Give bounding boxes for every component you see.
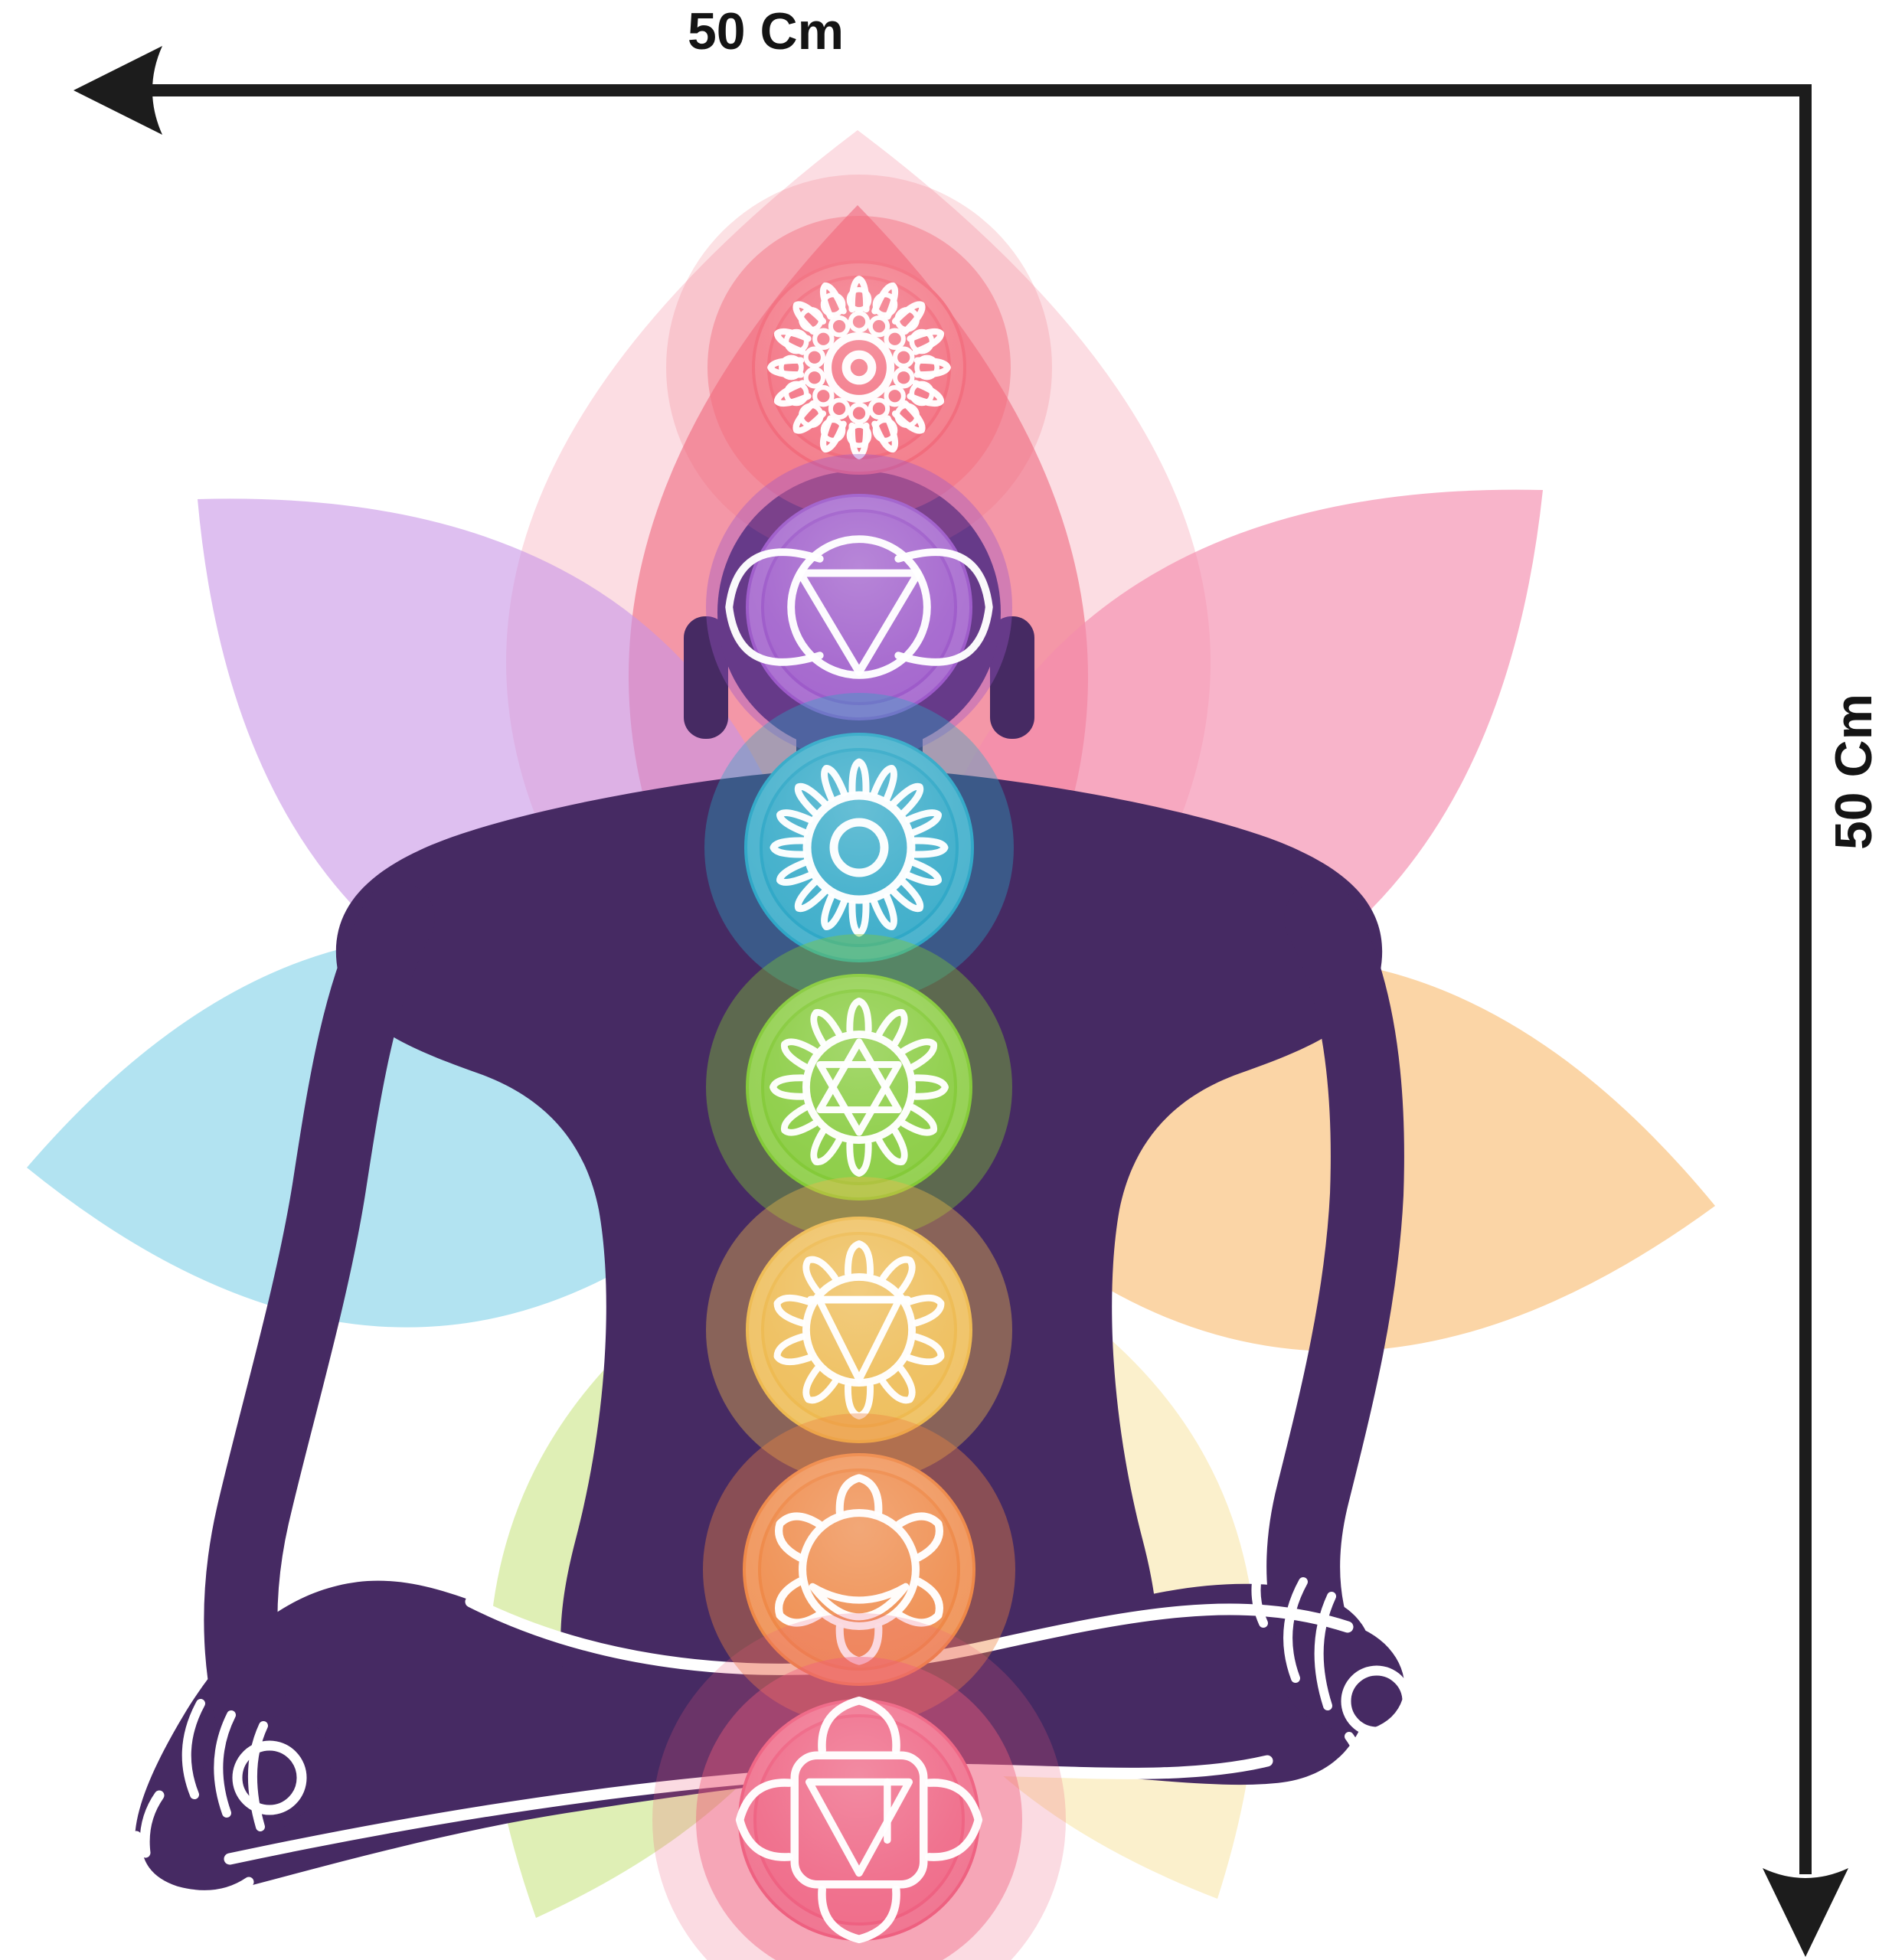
- left-foot-outline-1: [131, 1831, 254, 1900]
- muladhara-root-chakra-shine: [738, 1699, 980, 1941]
- sahasrara-crown-chakra-shine: [752, 260, 966, 475]
- right-hand: [1278, 1622, 1405, 1732]
- right-hand-mudra-circle: [1341, 1665, 1413, 1737]
- vishuddha-throat-chakra-symbol-icon: [770, 758, 949, 937]
- left-finger-line-3: [248, 1721, 268, 1831]
- width-arrow-line: [149, 84, 1812, 1874]
- ajna-third-eye-chakra-symbol-icon: [725, 535, 993, 679]
- right-finger-line-3: [1345, 1732, 1368, 1811]
- height-dimension-label: 50 Cm: [1825, 694, 1883, 850]
- svadhisthana-sacral-chakra: [703, 1413, 1015, 1726]
- dimension-annotations: 50 Cm 50 Cm: [74, 2, 1883, 1957]
- left-hand-mudra-circle: [232, 1740, 307, 1815]
- svadhisthana-sacral-chakra-symbol-icon: [775, 1474, 943, 1665]
- muladhara-root-chakra: [652, 1613, 1066, 1960]
- manipura-solar-plexus-chakra-symbol-icon: [773, 1240, 945, 1419]
- left-finger-line-1: [181, 1699, 205, 1799]
- manipura-solar-plexus-chakra-shine: [746, 1217, 972, 1443]
- right-ear: [990, 616, 1034, 739]
- left-finger-line-2: [214, 1710, 236, 1818]
- width-dimension-label: 50 Cm: [688, 2, 844, 60]
- left-hand: [197, 1715, 332, 1838]
- ajna-third-eye-chakra-shine: [746, 494, 972, 720]
- sahasrara-crown-chakra: [666, 175, 1052, 560]
- anahata-heart-chakra-shine: [746, 974, 972, 1200]
- vishuddha-throat-chakra-shine: [744, 733, 974, 962]
- down-arrowhead-icon: [1763, 1868, 1848, 1957]
- sahasrara-crown-chakra-symbol-icon: [767, 276, 951, 459]
- left-arrowhead-icon: [74, 46, 162, 135]
- anahata-heart-chakra-symbol-icon: [770, 998, 949, 1177]
- chakra-column: [652, 175, 1066, 1960]
- right-finger-line-1: [1283, 1577, 1308, 1683]
- svadhisthana-sacral-chakra-shine: [743, 1453, 975, 1686]
- muladhara-root-chakra-symbol-icon: [735, 1696, 983, 1944]
- right-arm: [1266, 882, 1404, 1710]
- right-finger-line-2: [1314, 1592, 1336, 1710]
- left-foot-outline-2: [139, 1790, 165, 1858]
- left-arm: [204, 882, 435, 1790]
- right-wrist-line: [1251, 1556, 1268, 1628]
- vishuddha-throat-chakra: [704, 693, 1014, 1002]
- anahata-heart-chakra: [706, 934, 1012, 1240]
- ajna-third-eye-chakra: [706, 454, 1012, 760]
- left-ear: [684, 616, 728, 739]
- manipura-solar-plexus-chakra: [706, 1177, 1012, 1483]
- upper-leg-crease-line: [465, 1596, 1354, 1675]
